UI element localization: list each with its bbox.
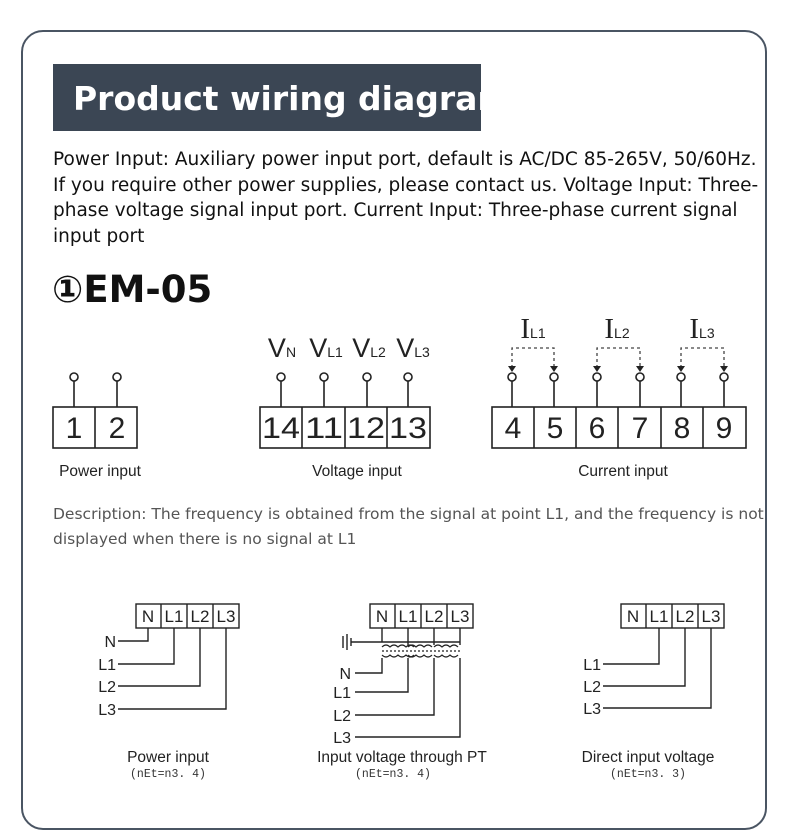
header-l1: L1: [165, 607, 184, 626]
example-setting: (nEt=n3. 4): [130, 768, 206, 781]
signal-vl2: VL2: [352, 333, 386, 363]
current-terminal-8: 8: [674, 412, 691, 445]
wire-l1: L1: [583, 657, 601, 674]
current-input-caption: Current input: [578, 463, 668, 480]
wire-l1: L1: [333, 685, 351, 702]
wire-l1: L1: [98, 657, 116, 674]
signal-il2: IL2: [604, 313, 629, 345]
signal-il3: IL3: [689, 313, 714, 345]
header-n: N: [376, 607, 388, 626]
page-title: Product wiring diagram: [53, 64, 512, 131]
ground-icon: [342, 634, 382, 650]
wiring-example-pt-input: N L1 L2 L3: [317, 603, 487, 781]
voltage-terminal-13: 13: [389, 412, 427, 445]
current-terminal-7: 7: [632, 412, 649, 445]
header-l2: L2: [676, 607, 695, 626]
frequency-description: Description: The frequency is obtained f…: [53, 505, 764, 548]
voltage-terminal-14: 14: [262, 412, 300, 445]
power-terminal-block: 1 2 Power input: [52, 372, 142, 480]
header-l3: L3: [702, 607, 721, 626]
voltage-input-caption: Voltage input: [312, 463, 402, 480]
example-setting: (nEt=n3. 3): [610, 768, 686, 781]
example-caption: Input voltage through PT: [317, 749, 487, 766]
current-terminal-4: 4: [505, 412, 522, 445]
wire-n: N: [104, 634, 116, 651]
voltage-terminal-block: VN VL1 VL2 VL3 14 11 12 13 Voltage input: [259, 333, 431, 480]
example-setting: (nEt=n3. 4): [355, 768, 431, 781]
wire-n: N: [339, 666, 351, 683]
header-l1: L1: [399, 607, 418, 626]
header-n: N: [627, 607, 639, 626]
signal-vl3: VL3: [396, 333, 430, 363]
signal-il1: IL1: [520, 313, 545, 345]
signal-vn: VN: [268, 333, 296, 363]
voltage-terminal-11: 11: [305, 412, 343, 445]
power-terminal-1: 1: [66, 412, 83, 445]
power-input-caption: Power input: [59, 463, 142, 480]
example-caption: Direct input voltage: [582, 749, 715, 766]
wire-l3: L3: [583, 701, 601, 718]
power-terminal-2: 2: [109, 412, 126, 445]
wire-l2: L2: [333, 708, 351, 725]
intro-paragraph: Power Input: Auxiliary power input port,…: [53, 149, 759, 247]
current-terminal-9: 9: [716, 412, 733, 445]
wire-l3: L3: [98, 702, 116, 719]
current-terminal-5: 5: [547, 412, 564, 445]
model-title: ①EM-05: [52, 268, 213, 311]
current-terminal-block: IL1 IL2 IL3: [491, 313, 747, 480]
signal-vl1: VL1: [309, 333, 343, 363]
current-terminal-6: 6: [589, 412, 606, 445]
wiring-examples: N L1 L2 L3 N L1 L2 L3 Power input (nEt=n…: [98, 603, 725, 781]
wiring-example-direct-input: N L1 L2 L3 L1 L2 L3 Direct input voltage…: [582, 603, 725, 781]
voltage-terminal-12: 12: [347, 412, 385, 445]
wire-l3: L3: [333, 730, 351, 747]
wire-l2: L2: [98, 679, 116, 696]
terminal-diagram: 1 2 Power input VN VL1 VL2 VL3 14 11 12 …: [52, 313, 747, 480]
header-l2: L2: [425, 607, 444, 626]
pt-transformer-icon: [381, 644, 462, 658]
wire-l2: L2: [583, 679, 601, 696]
wiring-example-power-input: N L1 L2 L3 N L1 L2 L3 Power input (nEt=n…: [98, 603, 240, 781]
header-n: N: [142, 607, 154, 626]
header-l3: L3: [451, 607, 470, 626]
header-l2: L2: [191, 607, 210, 626]
example-caption: Power input: [127, 749, 210, 766]
header-l1: L1: [650, 607, 669, 626]
header-l3: L3: [217, 607, 236, 626]
